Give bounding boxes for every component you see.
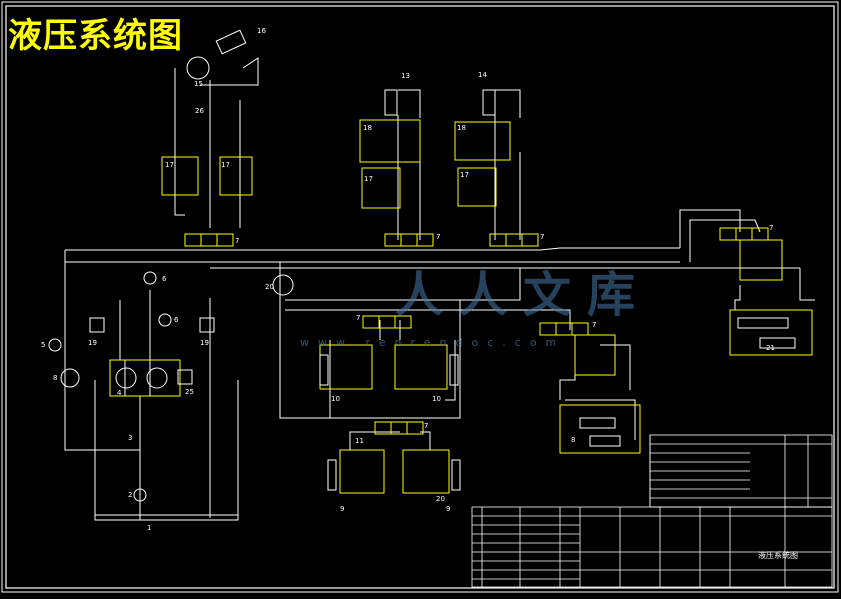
label-1: 1 [147, 524, 151, 532]
label-7e: 7 [356, 314, 360, 322]
label-7f: 7 [592, 321, 596, 329]
component-labels: 1 2 3 4 5 6 6 7 7 7 7 7 7 7 8 8 9 9 10 1… [41, 27, 775, 532]
label-10b: 10 [432, 395, 441, 403]
label-3: 3 [128, 434, 132, 442]
label-7d: 7 [769, 224, 773, 232]
label-20b: 20 [436, 495, 445, 503]
drawing-title: 液压系统图 [8, 16, 183, 56]
title-block-drawing-name: 液压系统图 [758, 550, 798, 560]
label-7b: 7 [436, 233, 440, 241]
label-25: 25 [185, 388, 194, 396]
label-5: 5 [41, 341, 45, 349]
inner-frame [5, 5, 835, 589]
watermark-url: www.renrendoc.com [300, 336, 566, 349]
label-16: 16 [257, 27, 266, 35]
label-13: 13 [401, 72, 410, 80]
label-19b: 19 [200, 339, 209, 347]
label-19a: 19 [88, 339, 97, 347]
label-7a: 7 [235, 237, 239, 245]
label-17c: 17 [364, 175, 373, 183]
label-17a: 17 [165, 161, 174, 169]
label-18b: 18 [457, 124, 466, 132]
directional-valves [184, 227, 769, 435]
label-8: 8 [53, 374, 57, 382]
label-26: 26 [195, 107, 204, 115]
label-6a: 6 [162, 275, 167, 283]
label-7g: 7 [424, 422, 428, 430]
label-15: 15 [194, 80, 203, 88]
label-10a: 10 [331, 395, 340, 403]
pumps-motors [48, 56, 294, 502]
label-2: 2 [128, 491, 132, 499]
label-11: 11 [355, 437, 364, 445]
label-9a: 9 [340, 505, 344, 513]
title-block [471, 434, 833, 588]
label-17d: 17 [460, 171, 469, 179]
watermark-text: 人人文库 [395, 267, 652, 323]
label-18a: 18 [363, 124, 372, 132]
label-20a: 20 [265, 283, 274, 291]
label-6b: 6 [174, 316, 179, 324]
label-7c: 7 [540, 233, 544, 241]
label-9b: 9 [446, 505, 450, 513]
label-14: 14 [478, 71, 487, 79]
label-8b: 8 [571, 436, 575, 444]
label-4: 4 [117, 389, 122, 397]
label-21: 21 [766, 344, 775, 352]
cylinders [89, 29, 796, 491]
label-17b: 17 [221, 161, 230, 169]
